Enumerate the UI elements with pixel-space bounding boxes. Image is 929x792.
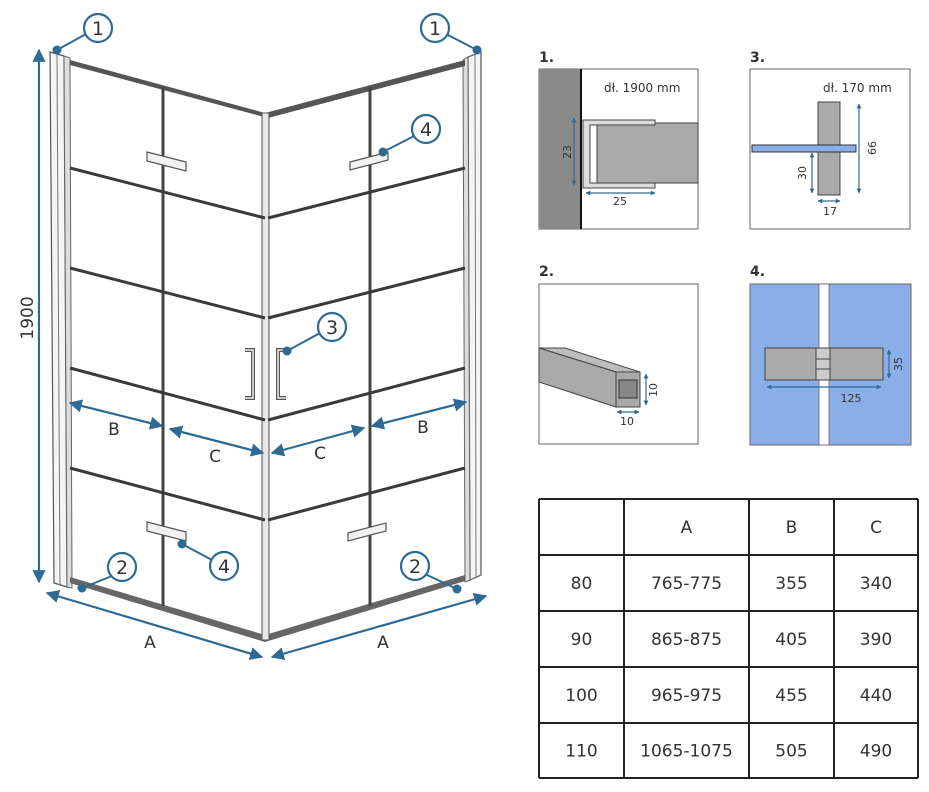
callout-4-bottom-number: 4 <box>218 556 230 578</box>
detail-2-dim-width: 10 <box>620 415 634 428</box>
detail-3-handle: 3. dł. 170 mm 66 30 17 <box>749 50 911 230</box>
detail-2-bottom-profile: 2. 10 10 <box>538 264 699 445</box>
table-cell: 100 <box>565 686 597 706</box>
detail-1-number: 1. <box>539 50 554 66</box>
table-cell: 390 <box>860 630 892 650</box>
callout-1-left-number: 1 <box>92 18 104 40</box>
top-frame-right <box>265 60 465 118</box>
table-cell: 90 <box>571 630 593 650</box>
table-cell: 80 <box>571 574 593 594</box>
table-cell: 865-875 <box>651 630 722 650</box>
callout-3: 3 <box>282 311 348 356</box>
callout-3-number: 3 <box>326 317 338 339</box>
bottom-frame-right <box>265 575 465 642</box>
wall-profile-left <box>49 51 73 589</box>
detail-4-number: 4. <box>750 264 765 280</box>
c-label-left: C <box>209 447 221 467</box>
table-cell: 340 <box>860 574 892 594</box>
callout-1-left: 1 <box>52 12 114 55</box>
towel-handle-bottom-left <box>146 521 187 542</box>
c-label-right: C <box>314 444 326 464</box>
callout-4-bottom: 4 <box>177 539 240 582</box>
corner-post <box>261 112 270 641</box>
table-cell: 505 <box>775 742 807 762</box>
callout-2-right-number: 2 <box>409 556 421 578</box>
height-label: 1900 <box>18 296 38 339</box>
detail-3-dim-lower: 30 <box>796 166 809 180</box>
detail-1-wall-profile: 1. dł. 1900 mm 23 25 <box>538 50 699 230</box>
table-header-cell: C <box>870 518 882 538</box>
detail-4-towel-bar: 4. 35 125 <box>749 264 912 446</box>
detail-3-dim-width: 17 <box>823 205 837 218</box>
callout-1-right: 1 <box>419 12 482 55</box>
detail-3-dim-total: 66 <box>866 141 879 155</box>
callout-2-left-number: 2 <box>116 557 128 579</box>
towel-handle-top-left <box>146 151 187 172</box>
table-cell: 440 <box>860 686 892 706</box>
table-cell: 765-775 <box>651 574 722 594</box>
callout-4-top-number: 4 <box>420 119 432 141</box>
callout-2-right: 2 <box>399 550 462 594</box>
table-header-cell: A <box>681 518 693 538</box>
dimension-height: 1900 <box>18 48 46 584</box>
dimension-c-right: C <box>270 424 366 464</box>
detail-4-dim-width: 125 <box>841 392 862 405</box>
callout-2-left: 2 <box>77 551 138 593</box>
detail-3-glass <box>751 144 857 153</box>
door-handle-left <box>245 348 255 400</box>
dimension-b-right: B <box>370 398 468 438</box>
callout-1-right-number: 1 <box>429 18 441 40</box>
detail-2-number: 2. <box>539 264 554 280</box>
detail-1-wall <box>539 69 581 229</box>
table-header-cell: B <box>786 518 798 538</box>
dimension-width-left: A <box>45 590 264 660</box>
detail-1-length: dł. 1900 mm <box>604 81 680 95</box>
detail-2-dim-height: 10 <box>647 383 660 397</box>
top-frame-left <box>70 60 268 118</box>
table-cell: 355 <box>775 574 807 594</box>
width-label-left: A <box>144 633 156 653</box>
callout-4-top: 4 <box>378 113 442 157</box>
towel-handle-bottom-right <box>347 522 387 542</box>
table-cell: 1065-1075 <box>640 742 733 762</box>
detail-1-dim-height: 23 <box>561 145 574 159</box>
dimension-width-right: A <box>270 592 488 661</box>
dimension-c-left: C <box>168 425 265 467</box>
width-label-right: A <box>377 633 389 653</box>
b-label-right: B <box>417 418 429 438</box>
door-handle-right <box>276 348 286 400</box>
glass-grid-right <box>267 166 466 522</box>
b-label-left: B <box>108 420 120 440</box>
size-table: A B C 80 765-775 355 340 90 865-875 405 390 100 965-… <box>538 498 919 779</box>
table-cell: 455 <box>775 686 807 706</box>
glass-grid-left <box>69 166 266 522</box>
dimension-b-left: B <box>68 399 164 440</box>
shower-enclosure: 1900 A A B C C B 1 <box>18 12 488 661</box>
detail-3-number: 3. <box>750 50 765 66</box>
detail-4-dim-height: 35 <box>892 357 905 371</box>
table-cell: 965-975 <box>651 686 722 706</box>
wall-profile-right <box>462 51 482 583</box>
towel-handle-top-right <box>349 151 389 171</box>
detail-3-length: dł. 170 mm <box>823 81 892 95</box>
table-cell: 405 <box>775 630 807 650</box>
detail-1-dim-width: 25 <box>613 195 627 208</box>
table-cell: 110 <box>565 742 597 762</box>
table-cell: 490 <box>860 742 892 762</box>
detail-1-profile <box>596 122 699 184</box>
